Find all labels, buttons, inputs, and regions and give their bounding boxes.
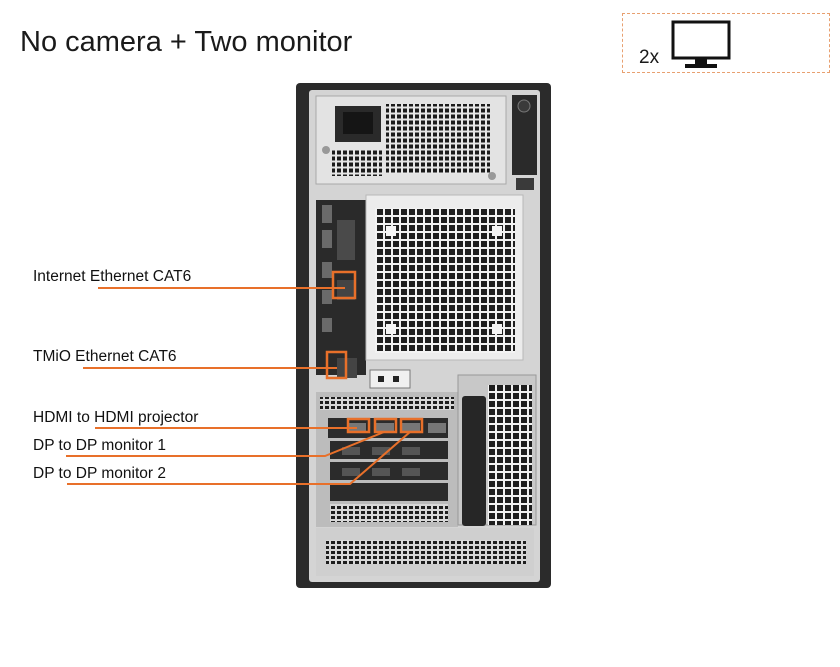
monitor-icon (671, 20, 731, 68)
callout-label-internet: Internet Ethernet CAT6 (33, 268, 192, 285)
callout-lines (66, 287, 411, 485)
rear-fan-vent (365, 194, 524, 361)
callout-label-hdmi: HDMI to HDMI projector (33, 409, 199, 426)
hdmi-port-highlight (346, 417, 371, 434)
chassis-latch (512, 95, 537, 190)
side-vent (457, 374, 537, 526)
internet-ethernet-port-highlight (331, 270, 357, 300)
callout-label-dp1: DP to DP monitor 1 (33, 437, 166, 454)
bottom-vent (316, 528, 534, 576)
monitor-count: 2x (639, 47, 660, 68)
dp-monitor-1-port-highlight (373, 417, 398, 434)
dp-monitor-2-port-highlight (399, 417, 424, 434)
port-highlights (325, 270, 424, 434)
tmio-ethernet-port-highlight (325, 350, 348, 380)
callout-label-dp2: DP to DP monitor 2 (33, 465, 166, 482)
callout-line-dp1 (66, 431, 385, 457)
callout-line-dp2 (67, 431, 411, 485)
power-supply (315, 95, 507, 185)
monitor-count-badge: 2x (622, 13, 830, 73)
page-title: No camera + Two monitor (20, 26, 353, 58)
expansion-slots (316, 392, 458, 527)
callout-label-tmio: TMiO Ethernet CAT6 (33, 348, 177, 365)
lock-slot-area (369, 369, 411, 389)
